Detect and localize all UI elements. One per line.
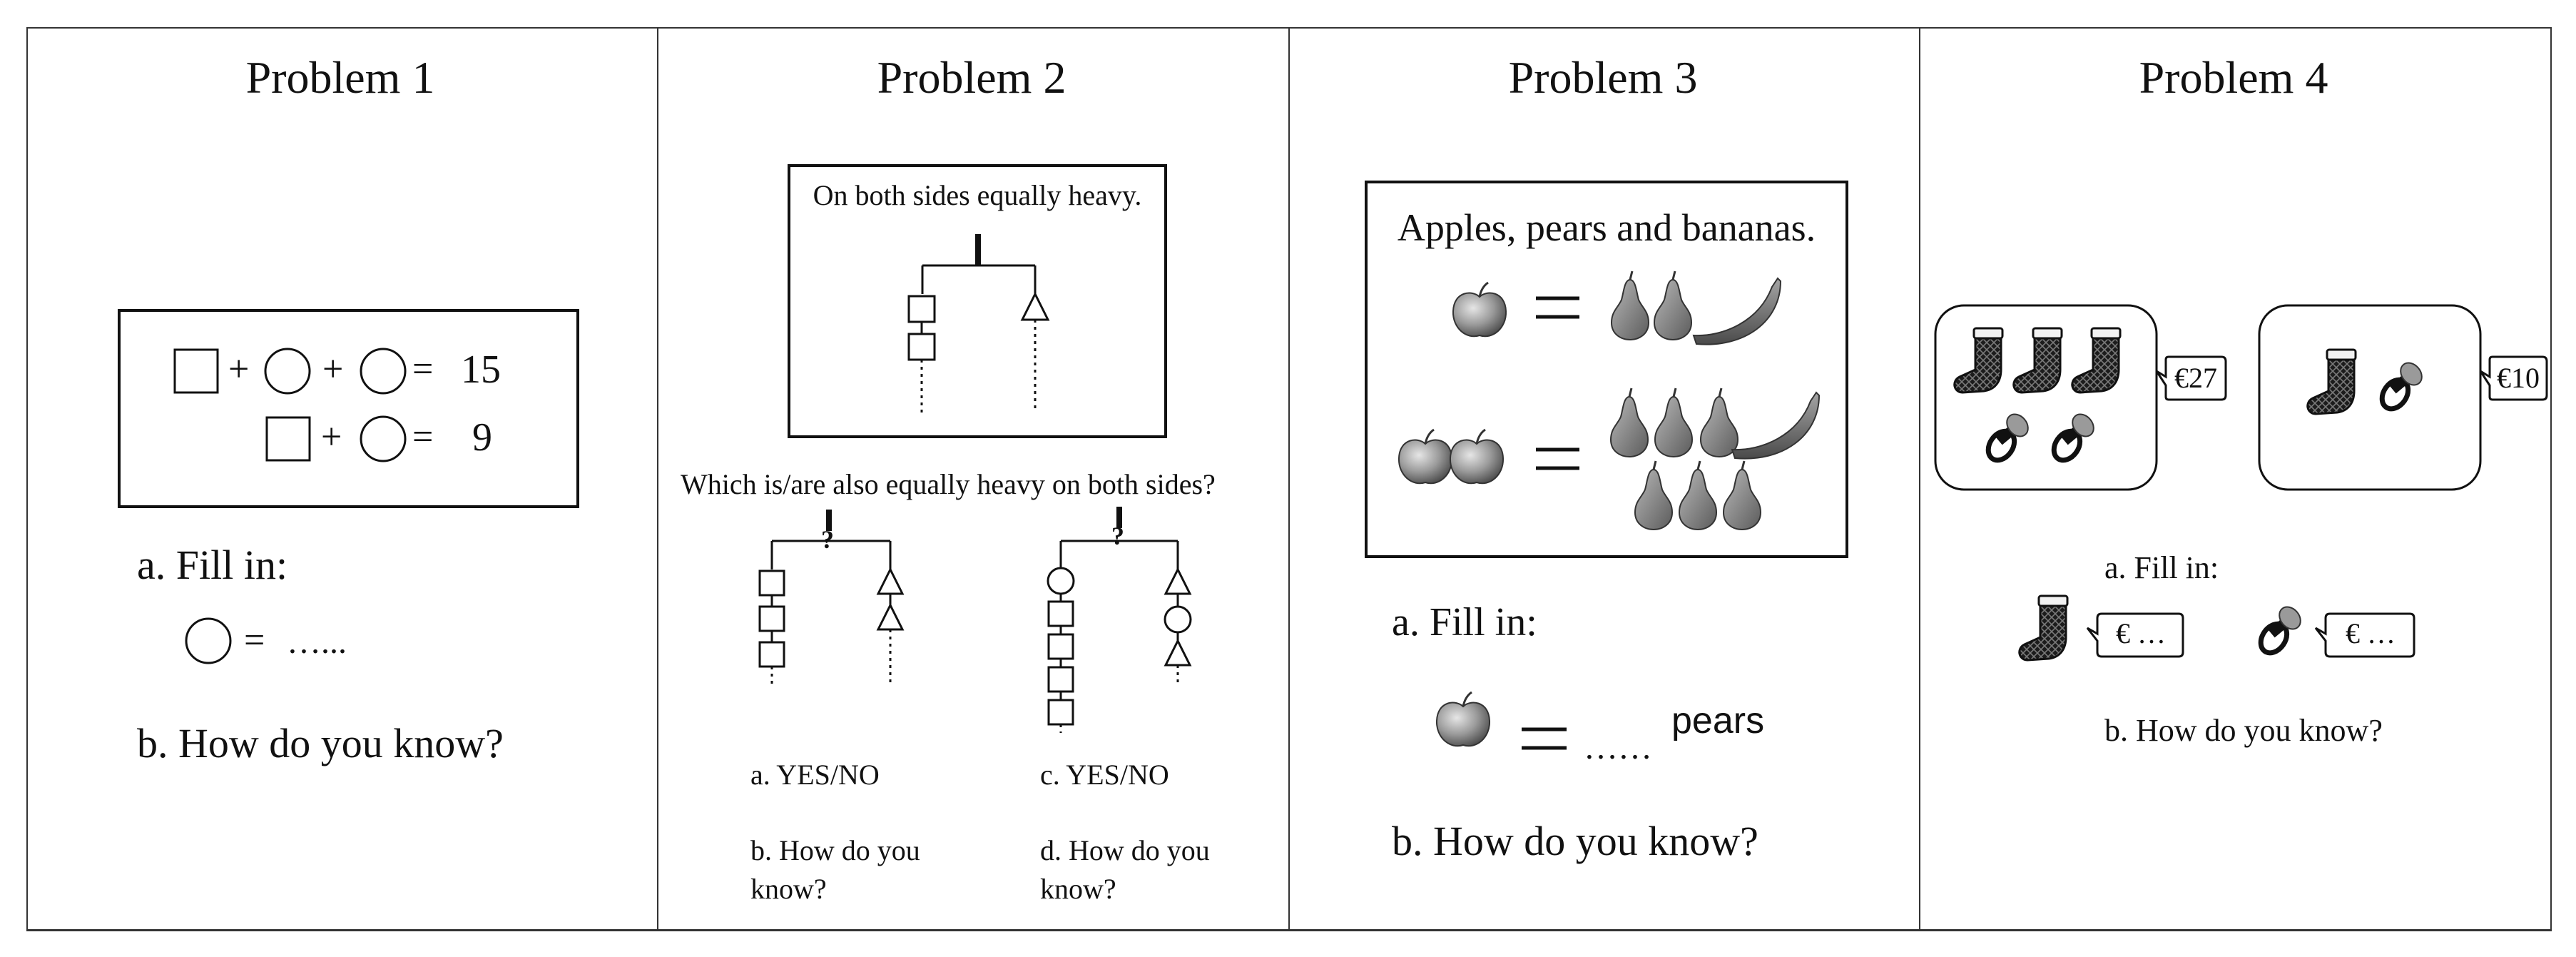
- how-do-you-know-label: b. How do you know?: [137, 720, 504, 766]
- plus-sign: +: [322, 349, 344, 390]
- fill-in-label: a. Fill in:: [137, 542, 288, 588]
- how-label-b: b. How do you: [750, 834, 920, 866]
- how-do-you-know-label: b. How do you know?: [1392, 818, 1758, 864]
- question-text: Which is/are also equally heavy on both …: [681, 468, 1216, 500]
- value-15: 15: [461, 348, 501, 392]
- price-label: €10: [2497, 362, 2540, 394]
- answer-a-label: a. YES/NO: [750, 759, 880, 791]
- question-mark: ?: [821, 525, 834, 554]
- problem-2-title: Problem 2: [877, 52, 1066, 103]
- how-label-d: know?: [1040, 873, 1116, 905]
- panel-divider: [1919, 27, 1920, 930]
- price-label: €27: [2174, 362, 2217, 394]
- problem-4-title: Problem 4: [2139, 52, 2328, 103]
- balance-caption: On both sides equally heavy.: [813, 179, 1142, 211]
- answer-blank: …...: [287, 623, 347, 661]
- question-mark: ?: [1111, 522, 1124, 550]
- equals-sign: =: [244, 620, 265, 661]
- fill-in-label: a. Fill in:: [1392, 600, 1537, 644]
- how-label-b: know?: [750, 873, 827, 905]
- panel-divider: [2550, 27, 2552, 930]
- panel-divider: [1288, 27, 1290, 930]
- value-9: 9: [472, 415, 492, 460]
- answer-c-label: c. YES/NO: [1040, 759, 1169, 791]
- answer-unit: pears: [1671, 700, 1765, 741]
- price-blank: € …: [2116, 617, 2166, 649]
- equals-sign: =: [412, 349, 434, 390]
- panel-divider: [26, 27, 28, 930]
- fill-in-label: a. Fill in:: [2104, 550, 2219, 585]
- problem-3-title: Problem 3: [1508, 52, 1698, 103]
- price-blank: € …: [2346, 617, 2396, 649]
- panel-divider: [657, 27, 658, 930]
- fruit-caption: Apples, pears and bananas.: [1397, 206, 1816, 249]
- problem-1-title: Problem 1: [245, 52, 435, 103]
- how-do-you-know-label: b. How do you know?: [2104, 713, 2383, 748]
- how-label-d: d. How do you: [1040, 834, 1210, 866]
- plus-sign: +: [321, 417, 342, 457]
- equals-sign: =: [412, 417, 434, 457]
- plus-sign: +: [228, 349, 250, 390]
- answer-blank: ……: [1584, 729, 1652, 766]
